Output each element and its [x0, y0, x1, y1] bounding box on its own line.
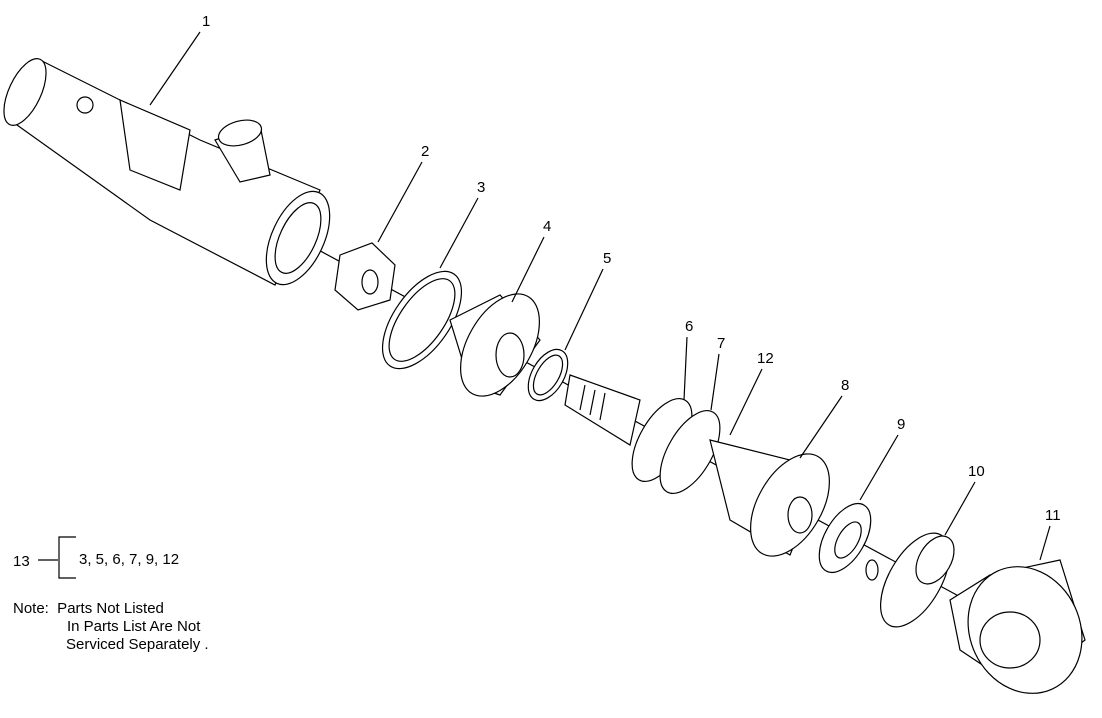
callout-7: 7: [717, 335, 725, 352]
part-7-ring: [659, 410, 721, 494]
parts-note: Note: Parts Not Listed In Parts List Are…: [13, 600, 209, 654]
part-2-hex-nut: [334, 242, 396, 311]
callout-1: 1: [202, 13, 210, 30]
kit-includes: 3, 5, 6, 7, 9, 12: [79, 551, 179, 568]
callout-6: 6: [685, 318, 693, 335]
callout-10: 10: [968, 463, 985, 480]
pin-icon: [865, 559, 879, 581]
kit-number: 13: [13, 553, 30, 570]
part-10-collar: [865, 532, 955, 628]
part-5-o-ring: [527, 348, 569, 402]
note-line-1: Note: Parts Not Listed: [13, 600, 164, 617]
callout-3: 3: [477, 179, 485, 196]
note-line-2: In Parts List Are Not: [67, 618, 201, 635]
part-11-rod-eye: [949, 559, 1086, 694]
part-1-cylinder-body: [3, 58, 331, 286]
part-4-gland: [449, 293, 541, 397]
note-line-3: Serviced Separately .: [66, 636, 209, 653]
callout-11: 11: [1045, 507, 1061, 524]
callout-5: 5: [603, 250, 611, 267]
callout-8: 8: [841, 377, 849, 394]
callout-2: 2: [421, 143, 429, 160]
part-3-seal-ring: [381, 270, 463, 370]
callout-leaders: [149, 31, 1051, 561]
callout-12: 12: [757, 350, 774, 367]
part-9-wiper: [818, 503, 872, 573]
piston-rod-threaded-end: [564, 374, 641, 446]
callout-9: 9: [897, 416, 905, 433]
part-8-piston: [709, 439, 830, 557]
callout-4: 4: [543, 218, 551, 235]
kit-bracket: [38, 536, 76, 579]
